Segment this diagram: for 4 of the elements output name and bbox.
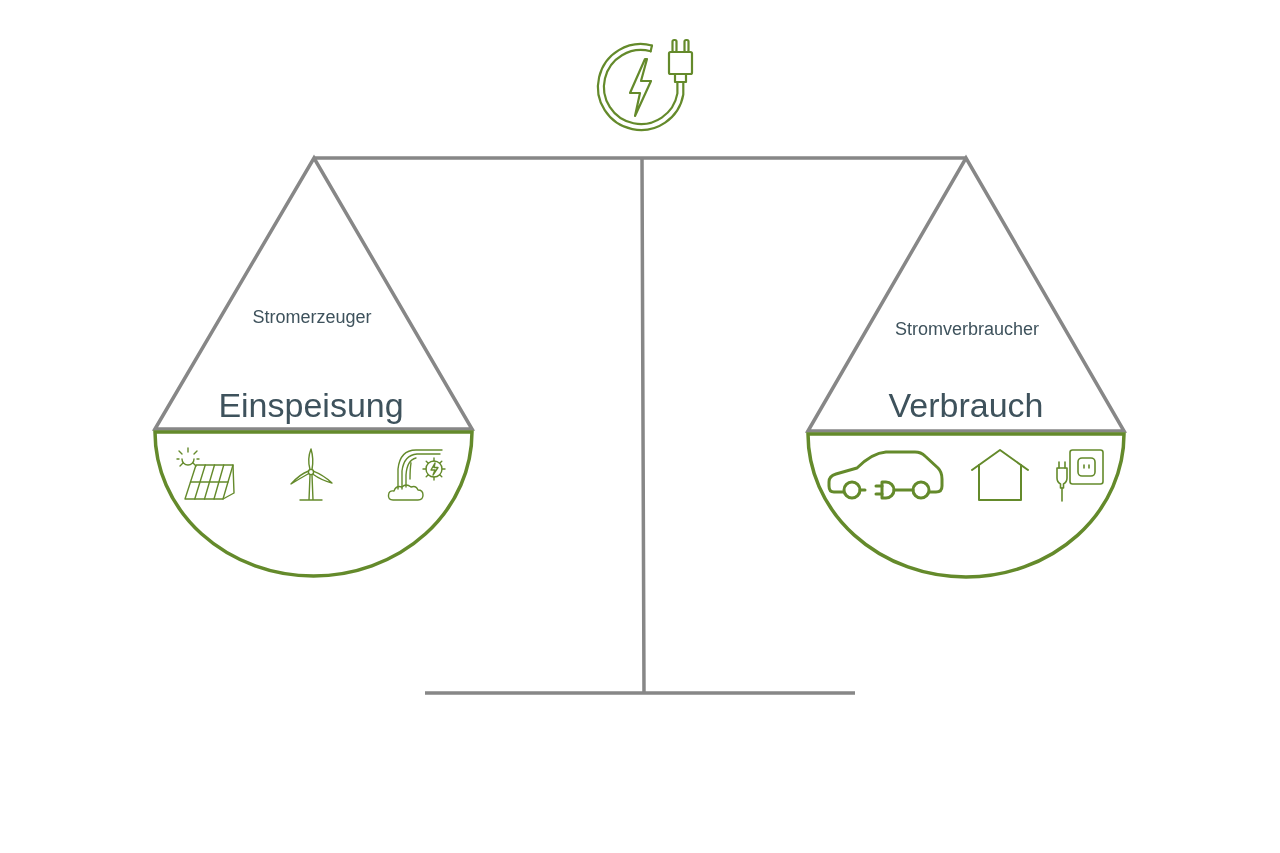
- pan-subtitle: Stromverbraucher: [894, 319, 1040, 340]
- pan-subtitle: Stromerzeuger: [252, 307, 372, 328]
- pan-title: Einspeisung: [218, 386, 404, 426]
- pan-title: Verbrauch: [888, 386, 1044, 426]
